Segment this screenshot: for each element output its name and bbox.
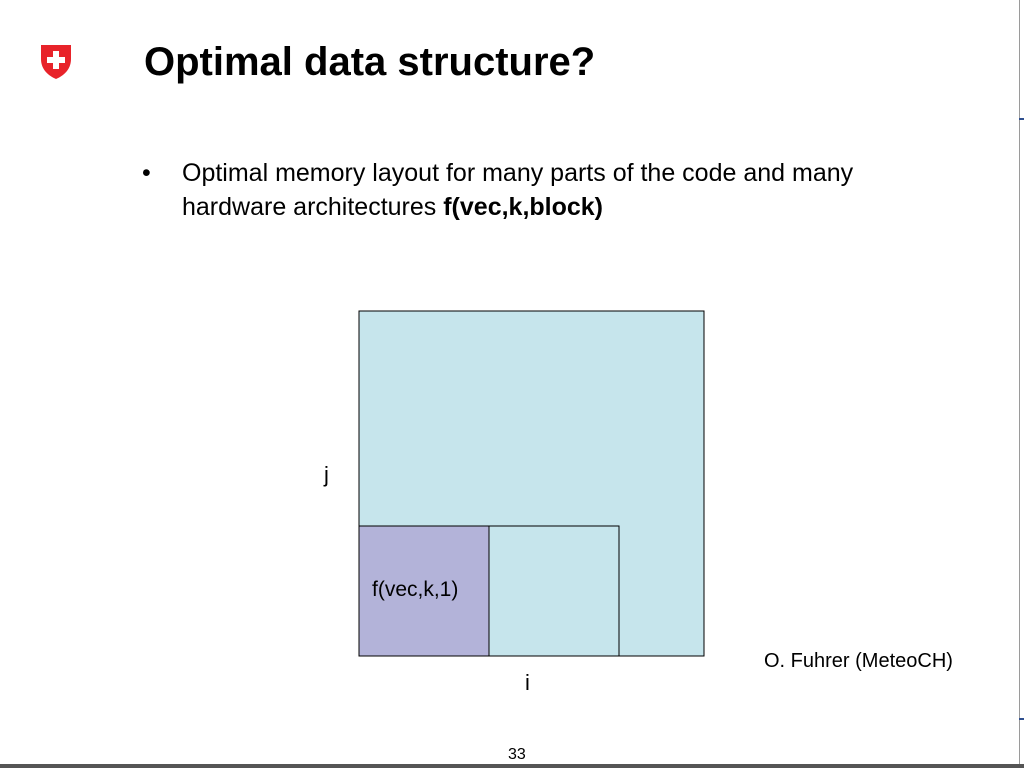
right-edge-tick: [1019, 118, 1024, 120]
block-label: f(vec,k,1): [372, 578, 459, 601]
diagram-canvas: [358, 310, 705, 657]
swiss-shield-icon: [41, 45, 71, 79]
author-credit: O. Fuhrer (MeteoCH): [764, 650, 953, 672]
bullet-text: Optimal memory layout for many parts of …: [182, 159, 854, 221]
block-highlighted: [358, 525, 490, 657]
right-edge-rule: [1019, 0, 1020, 768]
bottom-edge-rule: [0, 764, 1024, 768]
right-edge-tick: [1019, 718, 1024, 720]
axis-j-label: j: [324, 462, 329, 487]
bullet-bold-text: f(vec,k,block): [443, 193, 604, 221]
bullet-dot: •: [142, 159, 151, 187]
page-number: 33: [508, 746, 526, 763]
bullet-item: • Optimal memory layout for many parts o…: [142, 156, 962, 224]
slide-title: Optimal data structure?: [144, 40, 596, 84]
axis-i-label: i: [525, 670, 530, 695]
bullet-list: • Optimal memory layout for many parts o…: [142, 156, 962, 224]
memory-layout-diagram: j i f(vec,k,1): [300, 300, 730, 710]
block-next: [488, 525, 620, 657]
